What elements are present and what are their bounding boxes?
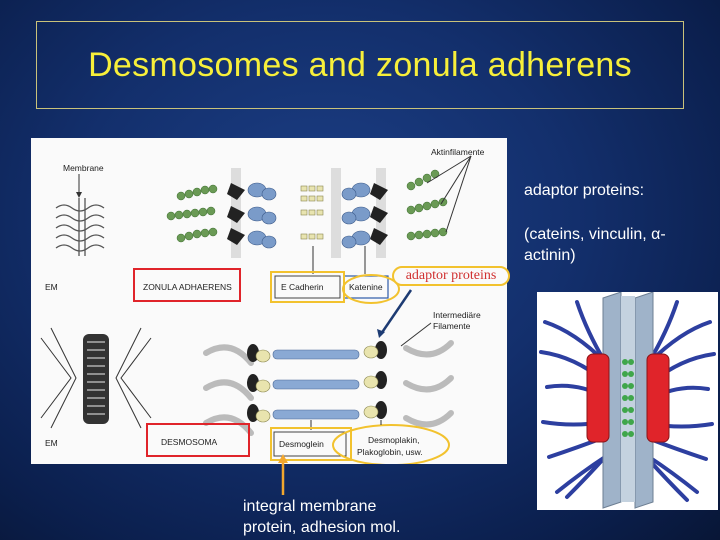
adaptor-callout-text: adaptor proteins xyxy=(405,268,497,283)
slide-title: Desmosomes and zonula adherens xyxy=(88,45,632,84)
desmosome-em xyxy=(40,327,152,429)
bottom-caption-line2: protein, adhesion mol. xyxy=(243,519,401,536)
em-top-label: EM xyxy=(45,282,58,292)
zonula-membranes xyxy=(55,198,105,256)
desmoglein-label: Desmoglein xyxy=(279,439,324,449)
right-list-line1: (cateins, vinculin, α- xyxy=(524,226,666,243)
actin-filaments xyxy=(166,169,448,243)
e-cadherin-callout xyxy=(270,271,345,303)
intermediare-label-1: Intermediäre xyxy=(433,310,481,320)
membrane-label: Membrane xyxy=(63,163,104,173)
desmoplakin-label-1: Desmoplakin, xyxy=(368,435,420,445)
bottom-caption-line1: integral membrane xyxy=(243,498,377,515)
intermediate-filaments xyxy=(203,340,454,436)
aktinfilamente-label: Aktinfilamente xyxy=(431,147,485,157)
right-list-line2: actinin) xyxy=(524,247,576,264)
zonula-proteins xyxy=(227,182,388,249)
junction-diagram: Membrane Aktinfilamente EM ZONULA ADHAER… xyxy=(31,138,507,464)
desmoplakin-label-2: Plakoglobin, usw. xyxy=(357,447,423,457)
desmosoma-box xyxy=(146,423,250,457)
zonula-box xyxy=(133,268,241,302)
right-heading: adaptor proteins: xyxy=(524,182,645,199)
desmosome-3d-image xyxy=(537,291,718,510)
adaptor-callout: adaptor proteins xyxy=(392,266,510,286)
e-cadherin-label: E Cadherin xyxy=(281,282,324,292)
bottom-caption: integral membrane protein, adhesion mol. xyxy=(243,496,483,538)
desmoplakin-callout xyxy=(332,424,450,464)
desmoglein-callout xyxy=(270,427,352,461)
desmosoma-box-label: DESMOSOMA xyxy=(161,437,218,447)
title-box: Desmosomes and zonula adherens xyxy=(36,21,684,109)
intermediare-label-2: Filamente xyxy=(433,321,471,331)
em-bottom-label: EM xyxy=(45,438,58,448)
zonula-box-label: ZONULA ADHAERENS xyxy=(143,282,232,292)
desmosome-proteins xyxy=(247,341,387,423)
katenine-label: Katenine xyxy=(349,282,383,292)
